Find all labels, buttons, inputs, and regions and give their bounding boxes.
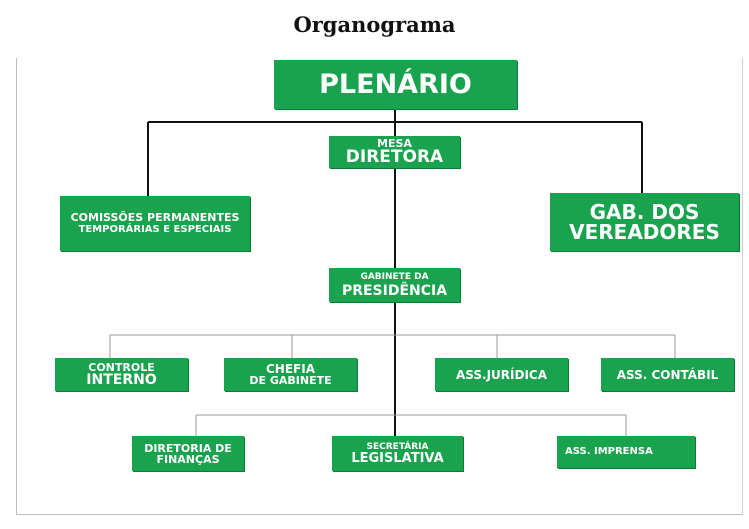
ass-contabil-box: ASS. CONTÁBIL [601,358,734,391]
secretaria-legislativa-box: SECRETÁRIA LEGISLATIVA [332,436,463,471]
financas-label-line2: FINANÇAS [156,452,220,466]
ass-imprensa-box: ASS. IMPRENSA [557,436,695,468]
imprensa-label: ASS. IMPRENSA [565,446,653,457]
gab-label-line2: VEREADORES [569,220,720,244]
juridica-label: ASS.JURÍDICA [455,367,548,382]
mesa-label-line2: DIRETORA [345,147,444,167]
diretoria-financas-box: DIRETORIA DE FINANÇAS [132,436,244,471]
comissoes-label-line2: TEMPORÁRIAS E ESPECIAIS [78,224,232,235]
chefia-label-line1: CHEFIA [266,362,315,376]
secretaria-label-line1: SECRETÁRIA [366,441,429,452]
controle-interno-box: CONTROLE INTERNO [55,358,188,391]
mesa-diretora-box: MESA DIRETORA [329,136,460,168]
comissoes-label-line1: COMISSÕES PERMANENTES [70,211,240,224]
controle-label-line1: CONTROLE [88,361,155,374]
contabil-label: ASS. CONTÁBIL [616,367,719,382]
comissoes-box: COMISSÕES PERMANENTES TEMPORÁRIAS E ESPE… [60,196,250,251]
gab-label-line1: GAB. DOS [589,200,700,224]
gabinete-presidencia-box: GABINETE DA PRESIDÊNCIA [329,268,460,302]
ass-juridica-box: ASS.JURÍDICA [435,358,568,391]
plenario-box: PLENÁRIO [274,60,517,109]
secretaria-label-line2: LEGISLATIVA [351,450,444,466]
plenario-label: PLENÁRIO [319,69,472,100]
mesa-label-line1: MESA [377,137,412,150]
chart-frame [16,58,743,515]
controle-label-line2: INTERNO [86,372,157,388]
chefia-label-line2: DE GABINETE [249,374,332,387]
chefia-gabinete-box: CHEFIA DE GABINETE [224,358,357,391]
gab-vereadores-box: GAB. DOS VEREADORES [550,193,739,251]
gabpres-label-line1: GABINETE DA [360,271,429,282]
financas-label-line1: DIRETORIA DE [144,441,232,455]
gabpres-label-line2: PRESIDÊNCIA [341,282,448,299]
page-title: Organograma [293,12,456,37]
